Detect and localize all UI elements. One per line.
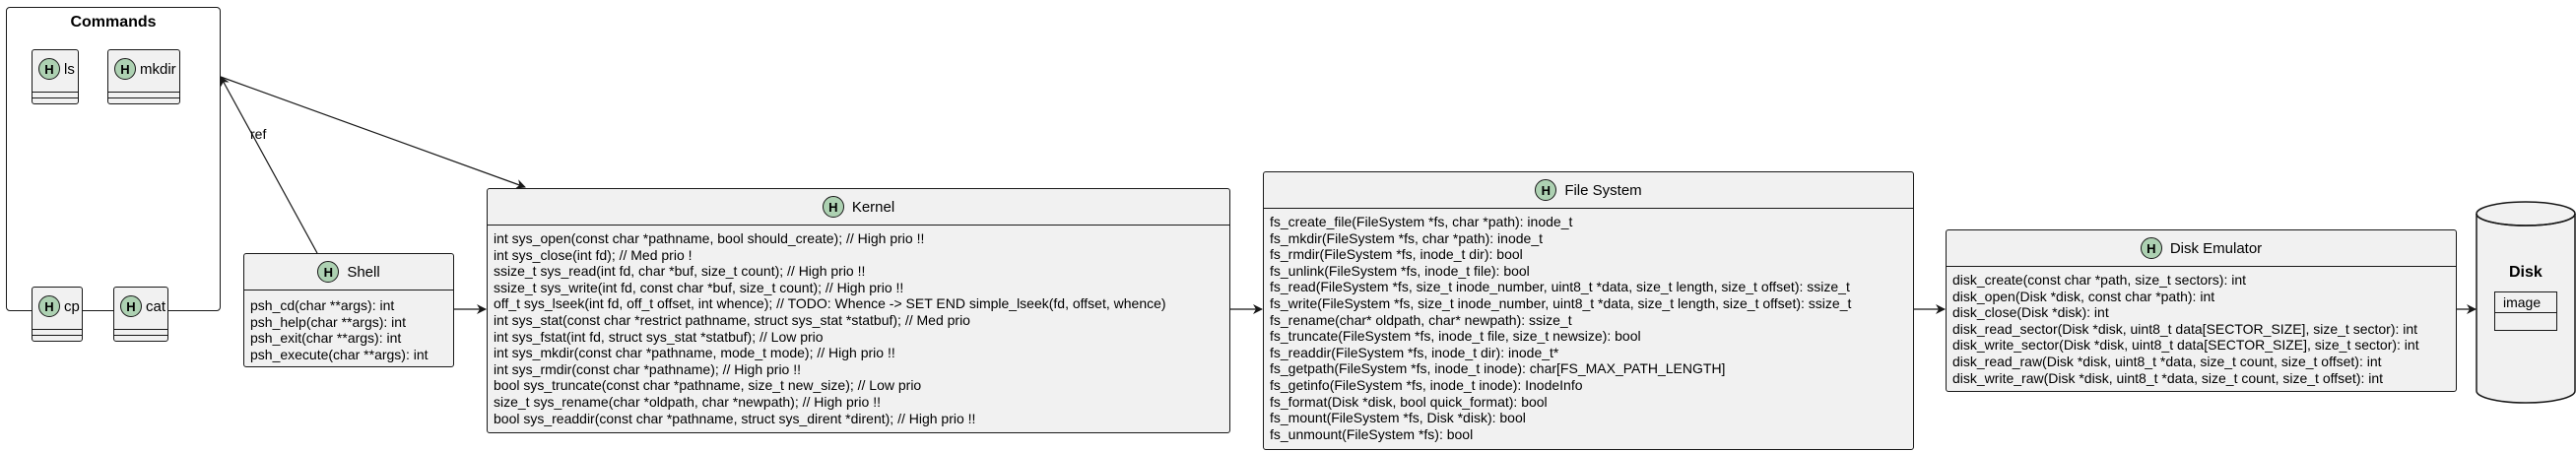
disk-title: Disk xyxy=(2509,264,2543,281)
class-badge-icon: H xyxy=(38,295,60,317)
method: psh_help(char **args): int xyxy=(250,313,406,330)
commands-package-title: Commands xyxy=(70,14,157,31)
class-name: Kernel xyxy=(851,198,895,216)
class-kernel[interactable]: H Kernel int sys_open(const char *pathna… xyxy=(487,188,1230,433)
method: int sys_fstat(int fd, struct sys_stat *s… xyxy=(494,328,824,345)
method: int sys_open(const char *pathname, bool … xyxy=(494,230,925,246)
method: size_t sys_rename(char *oldpath, char *n… xyxy=(494,393,881,410)
method: fs_getpath(FileSystem *fs, inode_t inode… xyxy=(1270,360,1726,377)
method: fs_mount(FileSystem *fs, Disk *disk): bo… xyxy=(1270,410,1526,426)
method: int sys_stat(const char *restrict pathna… xyxy=(494,311,970,328)
method: off_t sys_lseek(int fd, off_t offset, in… xyxy=(494,295,1166,312)
method: fs_unmount(FileSystem *fs): bool xyxy=(1270,425,1474,442)
method: fs_truncate(FileSystem *fs, inode_t file… xyxy=(1270,328,1641,345)
edge-label-ref: ref xyxy=(250,126,267,142)
method: disk_write_raw(Disk *disk, uint8_t *data… xyxy=(1952,369,2384,386)
method: int sys_rmdir(const char *pathname); // … xyxy=(494,360,802,377)
method: fs_readdir(FileSystem *fs, inode_t dir):… xyxy=(1270,344,1559,360)
filesystem-methods: fs_create_file(FileSystem *fs, char *pat… xyxy=(1270,214,1909,442)
method: disk_write_sector(Disk *disk, uint8_t da… xyxy=(1952,337,2419,354)
class-disk-emulator[interactable]: H Disk Emulator disk_create(const char *… xyxy=(1946,229,2457,392)
disk-item-image[interactable]: image xyxy=(2494,291,2557,331)
method: fs_getinfo(FileSystem *fs, inode_t inode… xyxy=(1270,376,1583,393)
class-file-system[interactable]: H File System fs_create_file(FileSystem … xyxy=(1263,171,1914,450)
class-name: cp xyxy=(64,297,80,315)
class-mkdir[interactable]: H mkdir xyxy=(107,49,180,104)
method: fs_rename(char* oldpath, char* newpath):… xyxy=(1270,311,1572,328)
method: disk_close(Disk *disk): int xyxy=(1952,304,2109,321)
edge-commands-kernel xyxy=(220,76,526,189)
class-cat[interactable]: H cat xyxy=(113,287,168,342)
class-badge-icon: H xyxy=(120,295,142,317)
class-shell[interactable]: H Shell psh_cd(char **args): int psh_hel… xyxy=(243,253,454,367)
method: ssize_t sys_read(int fd, char *buf, size… xyxy=(494,263,866,280)
method: bool sys_readdir(const char *pathname, s… xyxy=(494,410,976,426)
class-badge-icon: H xyxy=(38,58,60,80)
class-badge-icon: H xyxy=(114,58,136,80)
method: bool sys_truncate(const char *pathname, … xyxy=(494,377,922,394)
edge-shell-commands xyxy=(220,76,318,254)
method: int sys_close(int fd); // Med prio ! xyxy=(494,246,693,263)
class-name: File System xyxy=(1564,181,1642,199)
shell-methods: psh_cd(char **args): int psh_help(char *… xyxy=(250,297,449,362)
method: fs_unlink(FileSystem *fs, inode_t file):… xyxy=(1270,262,1530,279)
method: fs_mkdir(FileSystem *fs, char *path): in… xyxy=(1270,229,1543,246)
class-name: ls xyxy=(64,60,75,78)
class-ls[interactable]: H ls xyxy=(32,49,79,104)
method: disk_read_sector(Disk *disk, uint8_t dat… xyxy=(1952,320,2418,337)
method: disk_read_raw(Disk *disk, uint8_t *data,… xyxy=(1952,353,2382,369)
method: fs_read(FileSystem *fs, size_t inode_num… xyxy=(1270,279,1850,295)
method: fs_write(FileSystem *fs, size_t inode_nu… xyxy=(1270,294,1852,311)
method: disk_open(Disk *disk, const char *path):… xyxy=(1952,288,2215,304)
disk-emulator-methods: disk_create(const char *path, size_t sec… xyxy=(1952,272,2452,386)
class-badge-icon: H xyxy=(2140,237,2162,259)
method: psh_cd(char **args): int xyxy=(250,297,395,313)
method: fs_rmdir(FileSystem *fs, inode_t dir): b… xyxy=(1270,246,1523,263)
method: fs_create_file(FileSystem *fs, char *pat… xyxy=(1270,214,1573,229)
disk-item-label: image xyxy=(2495,292,2556,313)
class-name: mkdir xyxy=(140,60,176,78)
method: int sys_mkdir(const char *pathname, mode… xyxy=(494,345,895,361)
method: fs_format(Disk *disk, bool quick_format)… xyxy=(1270,393,1548,410)
method: psh_exit(char **args): int xyxy=(250,330,402,347)
kernel-methods: int sys_open(const char *pathname, bool … xyxy=(494,230,1225,426)
class-badge-icon: H xyxy=(1535,179,1557,201)
class-badge-icon: H xyxy=(317,261,340,283)
class-cp[interactable]: H cp xyxy=(32,287,83,342)
class-badge-icon: H xyxy=(822,196,844,218)
class-name: Shell xyxy=(347,263,380,281)
method: disk_create(const char *path, size_t sec… xyxy=(1952,272,2247,288)
method: ssize_t sys_write(int fd, const char *bu… xyxy=(494,279,904,295)
commands-package: Commands H ls H mkdir H cp H cat xyxy=(6,7,221,342)
class-name: Disk Emulator xyxy=(2169,239,2263,257)
method: psh_execute(char **args): int xyxy=(250,346,429,362)
class-name: cat xyxy=(146,297,166,315)
